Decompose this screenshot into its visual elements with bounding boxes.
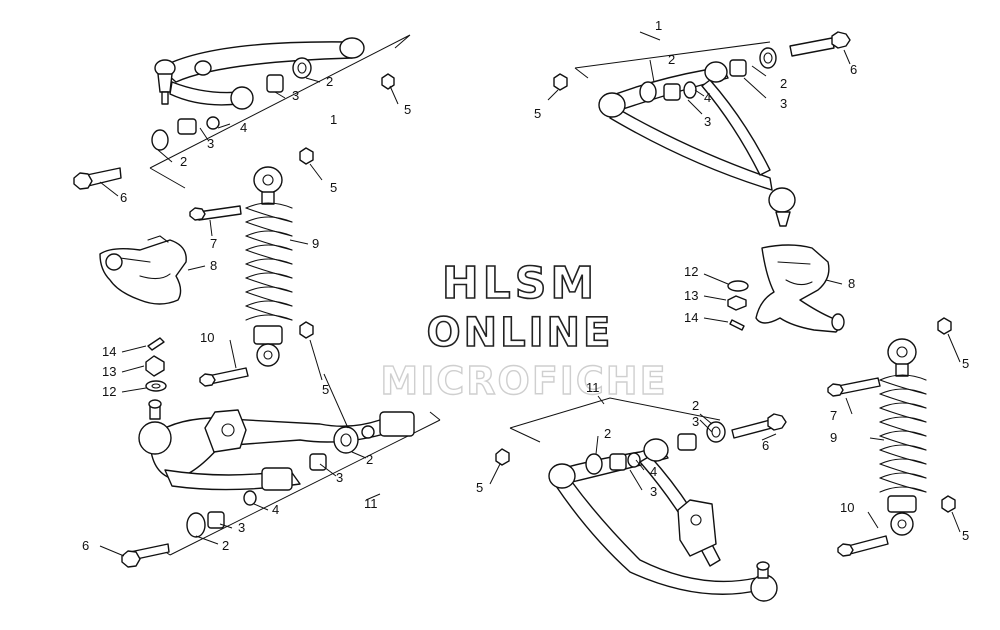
callout-9-shock-right: 9: [830, 430, 837, 445]
callout-4-top-right: 4: [704, 90, 711, 105]
steering-knuckle-right: [755, 244, 845, 333]
upper-a-arm-right-assembly: [547, 31, 851, 227]
callout-8-knuckle-left: 8: [210, 258, 217, 273]
callout-3-bottom-left-a: 3: [336, 470, 343, 485]
callout-3-top-left-a: 3: [292, 88, 299, 103]
callout-3-bottom-left-b: 3: [238, 520, 245, 535]
callout-5-shock-right-bottom: 5: [962, 528, 969, 543]
callout-12-left: 12: [102, 384, 116, 399]
callout-6-bottom-left: 6: [82, 538, 89, 553]
callout-5-top-left: 5: [404, 102, 411, 117]
callout-8-knuckle-right: 8: [848, 276, 855, 291]
callout-1-top-left: 1: [330, 112, 337, 127]
watermark-line-hlsm: HLSM: [442, 258, 598, 309]
callout-2-top-left-b: 2: [180, 154, 187, 169]
callout-7-shock-right: 7: [830, 408, 837, 423]
callout-13-left: 13: [102, 364, 116, 379]
upper-a-arm-left-assembly: [73, 34, 411, 197]
callout-2-top-left-a: 2: [326, 74, 333, 89]
callout-2-bottom-right-a: 2: [604, 426, 611, 441]
callout-14-left: 14: [102, 344, 116, 359]
callout-6-top-right: 6: [850, 62, 857, 77]
lower-a-arm-right-assembly: [489, 395, 787, 602]
callout-2-bottom-right-b: 2: [692, 398, 699, 413]
callout-5-shock-left-bottom: 5: [322, 382, 329, 397]
callout-3-top-right-a: 3: [704, 114, 711, 129]
callout-1-top-right: 1: [655, 18, 662, 33]
watermark-line-microfiche: MICROFICHE: [380, 359, 667, 403]
lower-a-arm-left-assembly: [99, 373, 441, 568]
callout-5-shock-right-top: 5: [962, 356, 969, 371]
callout-2-top-right-a: 2: [668, 52, 675, 67]
callout-6-top-left: 6: [120, 190, 127, 205]
callout-3-bottom-right-b: 3: [692, 414, 699, 429]
callout-5-bottom-right: 5: [476, 480, 483, 495]
callout-3-bottom-right-a: 3: [650, 484, 657, 499]
callout-3-top-right-b: 3: [780, 96, 787, 111]
shock-absorber-left: [189, 147, 323, 387]
callout-10-shock-left: 10: [200, 330, 214, 345]
watermark-line-online: ONLINE: [427, 310, 614, 356]
callout-9-shock-left: 9: [312, 236, 319, 251]
callout-5-top-right: 5: [534, 106, 541, 121]
callout-4-bottom-right: 4: [650, 464, 657, 479]
callout-12-right: 12: [684, 264, 698, 279]
steering-knuckle-left: [99, 235, 206, 305]
callout-10-shock-right: 10: [840, 500, 854, 515]
hardware-nut-washer-pin-right: [703, 273, 749, 331]
shock-absorber-right: [827, 317, 961, 557]
callout-3-top-left-b: 3: [207, 136, 214, 151]
callout-6-bottom-right: 6: [762, 438, 769, 453]
callout-14-right: 14: [684, 310, 698, 325]
callout-2-bottom-left-b: 2: [222, 538, 229, 553]
callout-11-bottom-right: 11: [586, 380, 600, 395]
callout-11-bottom-left: 11: [364, 496, 378, 511]
hardware-nut-washer-pin-left: [121, 337, 167, 393]
callout-5-shock-left-top: 5: [330, 180, 337, 195]
callout-7-shock-left: 7: [210, 236, 217, 251]
callout-2-bottom-left-a: 2: [366, 452, 373, 467]
callout-4-bottom-left: 4: [272, 502, 279, 517]
callout-2-top-right-b: 2: [780, 76, 787, 91]
callout-4-top-left: 4: [240, 120, 247, 135]
callout-13-right: 13: [684, 288, 698, 303]
